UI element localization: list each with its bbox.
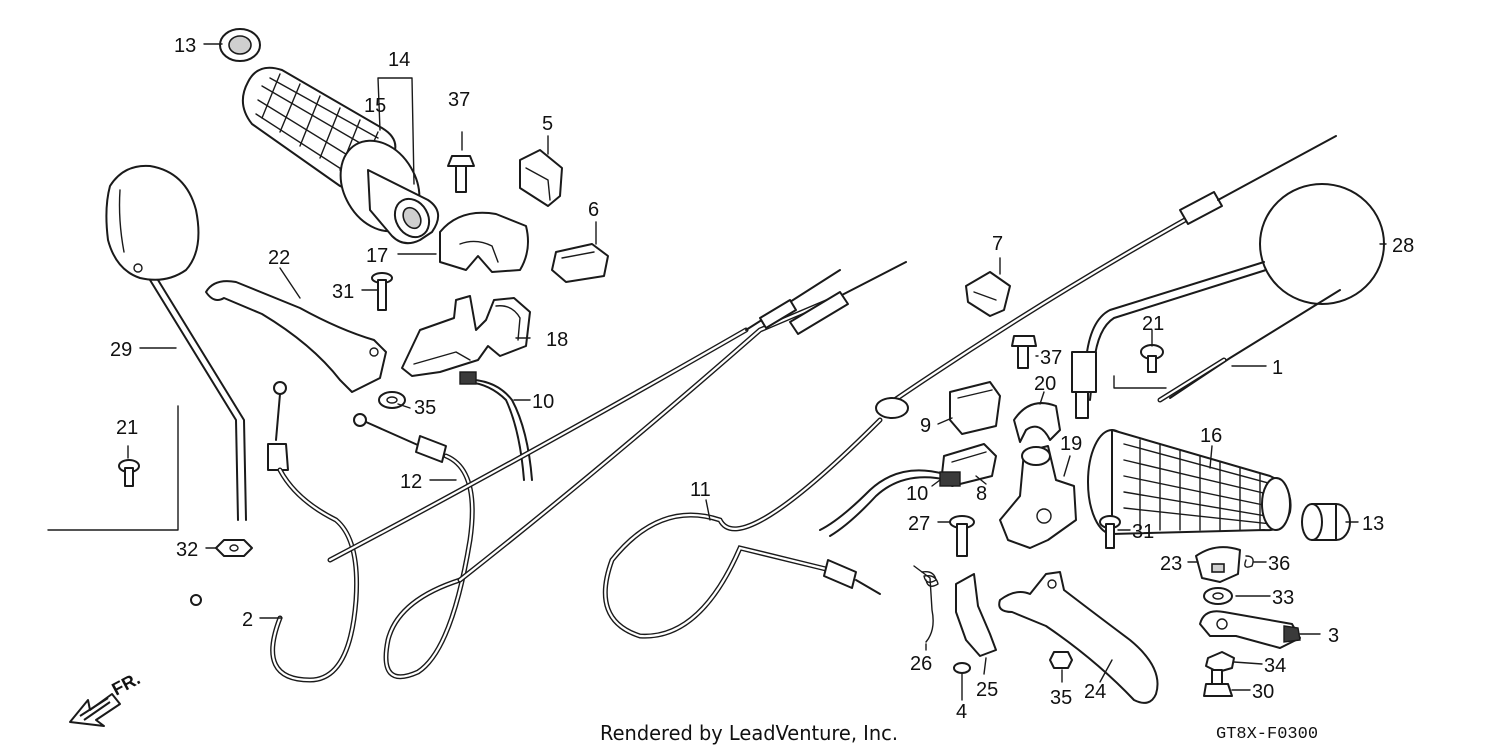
callout-14: 14	[388, 49, 410, 71]
callout-36: 36	[1268, 553, 1290, 575]
part-11-throttle-cable-upper	[875, 135, 1337, 419]
part-25-bracket	[955, 573, 997, 657]
callout-37-left: 37	[448, 89, 470, 111]
callout-33: 33	[1272, 587, 1294, 609]
part-27-pin	[949, 515, 975, 557]
callout-24: 24	[1084, 681, 1106, 703]
part-1-cable-right	[1157, 289, 1341, 403]
part-29-left-mirror	[105, 164, 247, 521]
part-4-nut	[953, 662, 971, 674]
part-9-switch	[949, 381, 1001, 435]
part-24-lever-right	[998, 571, 1159, 704]
part-2-brake-cable	[267, 381, 360, 683]
callout-35-left: 35	[414, 397, 436, 419]
callout-22: 22	[268, 247, 290, 269]
callout-37-right: 37	[1040, 347, 1062, 369]
part-36-clip	[1244, 555, 1254, 568]
callout-27: 27	[908, 513, 930, 535]
part-12-clutch-cable	[353, 413, 475, 680]
callout-21-left: 21	[116, 417, 138, 439]
front-arrow-icon	[69, 693, 121, 727]
part-18-throttle-housing-lower	[401, 295, 531, 377]
part-6-switch	[551, 243, 609, 283]
callout-13-right: 13	[1362, 513, 1384, 535]
part-35-nut-right	[1049, 651, 1073, 669]
part-22-brake-lever	[205, 280, 387, 393]
callout-11: 11	[690, 479, 711, 501]
callout-18: 18	[546, 329, 568, 351]
callout-21-right: 21	[1142, 313, 1164, 335]
callout-19: 19	[1060, 433, 1082, 455]
diagram-code: GT8X-F0300	[1216, 725, 1318, 744]
part-32-nut	[215, 539, 253, 557]
part-28-right-mirror	[1071, 183, 1385, 419]
callout-7: 7	[992, 233, 1003, 255]
callout-28: 28	[1392, 235, 1414, 257]
callout-17: 17	[366, 245, 388, 267]
part-30-bolt	[1203, 669, 1233, 697]
part-15-throttle-grip	[241, 66, 439, 245]
part-23-plate	[1195, 546, 1241, 583]
part-21-right-cap	[1140, 344, 1164, 373]
part-20-clamp	[1013, 402, 1061, 443]
part-34-nut	[1205, 651, 1235, 673]
callout-31-left: 31	[332, 281, 354, 303]
callout-12: 12	[400, 471, 422, 493]
callout-4: 4	[956, 701, 967, 723]
callout-3: 3	[1328, 625, 1339, 647]
callout-30: 30	[1252, 681, 1274, 703]
part-5-switch	[519, 149, 563, 207]
front-direction-arrow: FR.	[69, 668, 143, 727]
callout-29: 29	[110, 339, 132, 361]
part-33-washer	[1203, 587, 1233, 605]
callout-20: 20	[1034, 373, 1056, 395]
callout-32: 32	[176, 539, 198, 561]
callout-8: 8	[976, 483, 987, 505]
callout-2: 2	[242, 609, 253, 631]
callout-13-left: 13	[174, 35, 196, 57]
part-21-left-cap	[118, 459, 140, 487]
callout-10-right: 10	[906, 483, 928, 505]
part-3-arm	[1199, 610, 1301, 649]
callout-34: 34	[1264, 655, 1286, 677]
part-31-bolt-right	[1099, 515, 1121, 549]
part-10-wire-left	[459, 371, 533, 481]
part-13-left-grip-end	[219, 28, 261, 62]
leader-lines	[47, 43, 1387, 701]
part-19-lever-housing	[999, 445, 1077, 549]
callout-15: 15	[364, 95, 386, 117]
callout-10-left: 10	[532, 391, 554, 413]
callout-labels: 13 14 15 37 5 6 17 22 31 29 18 35 10 21 …	[110, 35, 1414, 723]
callout-26: 26	[910, 653, 932, 675]
part-11-throttle-cable-loop	[190, 417, 883, 639]
part-17-throttle-housing-upper	[439, 211, 529, 273]
callout-16: 16	[1200, 425, 1222, 447]
callout-23: 23	[1160, 553, 1182, 575]
callout-9: 9	[920, 415, 931, 437]
part-26-spring	[913, 565, 939, 643]
callout-6: 6	[588, 199, 599, 221]
part-10-wire-right	[819, 469, 961, 537]
part-31-bolt-left	[371, 272, 393, 311]
footer-credit: Rendered by LeadVenture, Inc.	[600, 721, 898, 745]
part-7-switch	[965, 271, 1011, 317]
callout-5: 5	[542, 113, 553, 135]
callout-1: 1	[1272, 357, 1283, 379]
callout-35-right: 35	[1050, 687, 1072, 709]
callout-31-right: 31	[1132, 521, 1154, 543]
callout-25: 25	[976, 679, 998, 701]
long-cables	[327, 261, 907, 583]
part-16-right-grip	[1087, 429, 1292, 535]
part-13-right-grip-end	[1301, 503, 1351, 541]
part-37-bolt-right	[1011, 335, 1037, 369]
part-37-bolt-left	[447, 155, 475, 193]
